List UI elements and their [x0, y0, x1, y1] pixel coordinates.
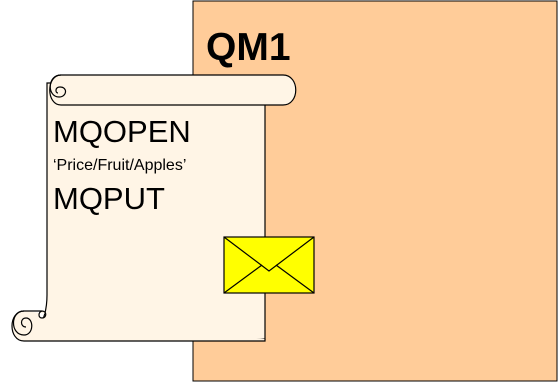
scroll-bottom-curl: [12, 310, 33, 336]
mqput-label: MQPUT: [53, 181, 165, 216]
envelope-icon: [223, 236, 315, 294]
mqopen-label: MQOPEN: [53, 114, 191, 149]
scroll-top-curl: [49, 74, 67, 98]
topic-string-label: ‘Price/Fruit/Apples’: [53, 157, 187, 174]
queue-manager-label: QM1: [206, 26, 291, 69]
scroll-top-roll: [49, 74, 297, 106]
